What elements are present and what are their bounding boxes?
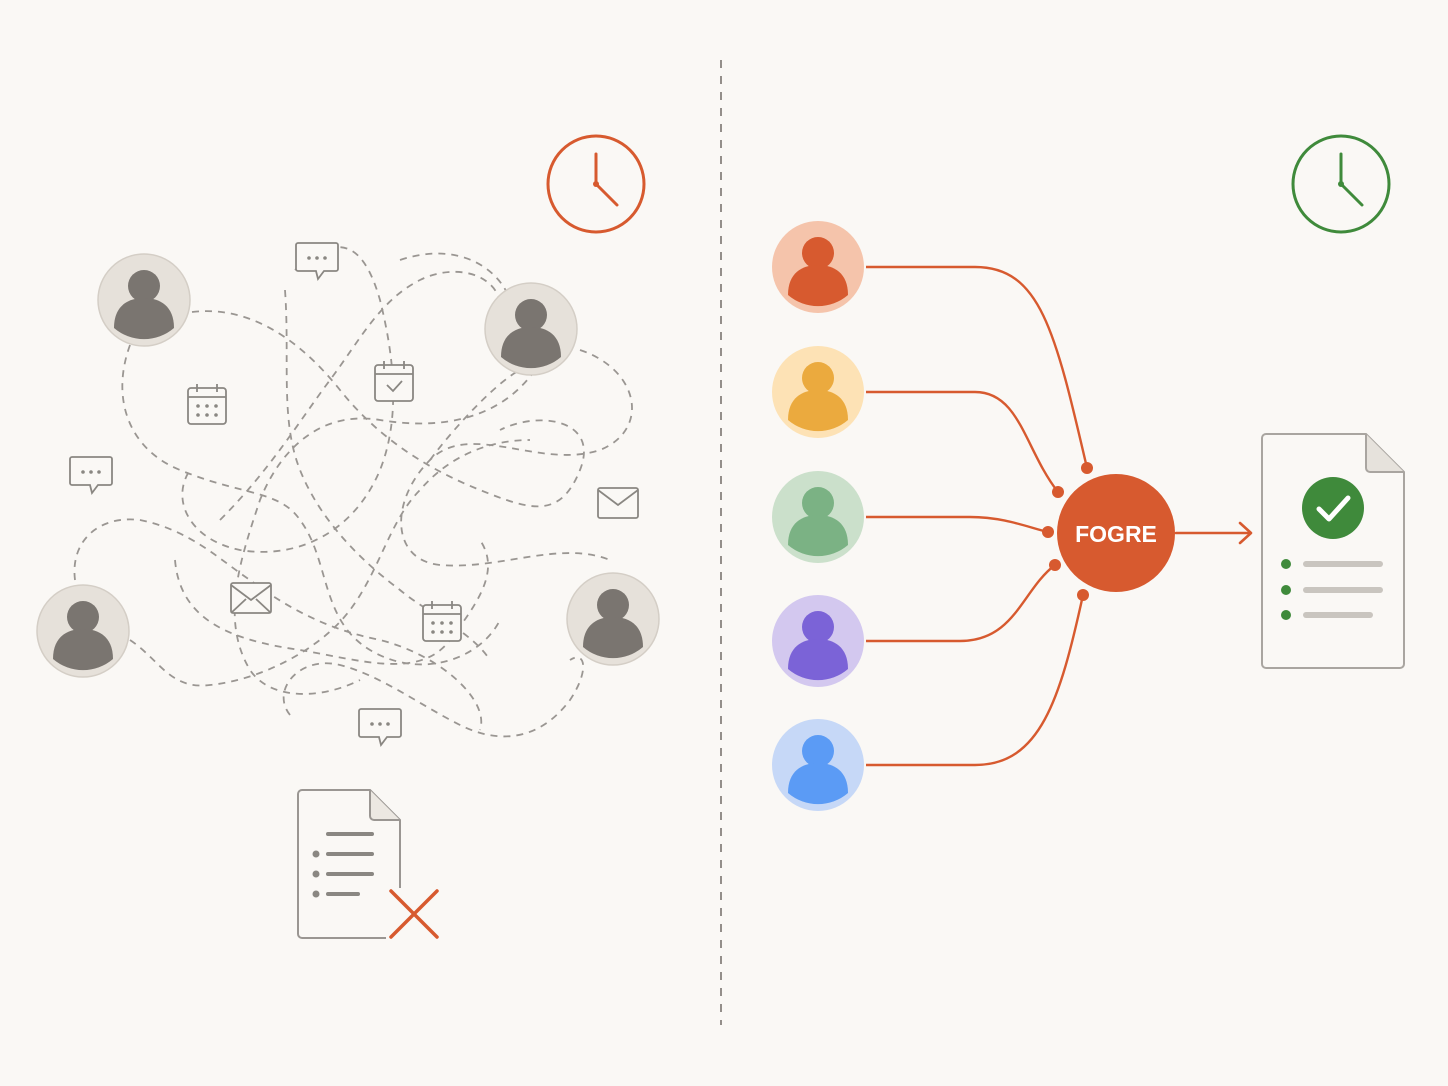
mail-icon [597, 487, 639, 519]
team-member-avatar [772, 471, 864, 563]
chat-bubble-icon [295, 242, 339, 282]
left-panel [36, 134, 660, 944]
clock-icon [1291, 134, 1391, 234]
calendar-check-icon [374, 361, 414, 402]
person-avatar [484, 282, 578, 376]
output-arrow [1174, 521, 1253, 545]
connection-endpoints [1042, 462, 1093, 601]
chat-bubble-icon [69, 456, 113, 496]
right-panel: FOGRE [772, 134, 1405, 811]
clock-icon [546, 134, 646, 234]
hub-connections [866, 265, 1089, 767]
error-x-icon [389, 889, 439, 939]
person-avatar [566, 572, 660, 666]
team-member-avatar [772, 221, 864, 313]
calendar-icon [422, 601, 462, 642]
document-failed-icon [297, 789, 444, 944]
chat-bubble-icon [358, 708, 402, 748]
team-member-avatar [772, 346, 864, 438]
team-member-avatar [772, 719, 864, 811]
hub-label: FOGRE [1075, 521, 1157, 547]
person-avatar [97, 253, 191, 347]
team-member-avatar [772, 595, 864, 687]
hub-node: FOGRE [1057, 474, 1175, 592]
document-approved-icon [1261, 433, 1405, 669]
calendar-icon [187, 384, 227, 425]
person-avatar [36, 584, 130, 678]
mail-icon [230, 582, 272, 614]
check-circle-icon [1302, 477, 1364, 539]
